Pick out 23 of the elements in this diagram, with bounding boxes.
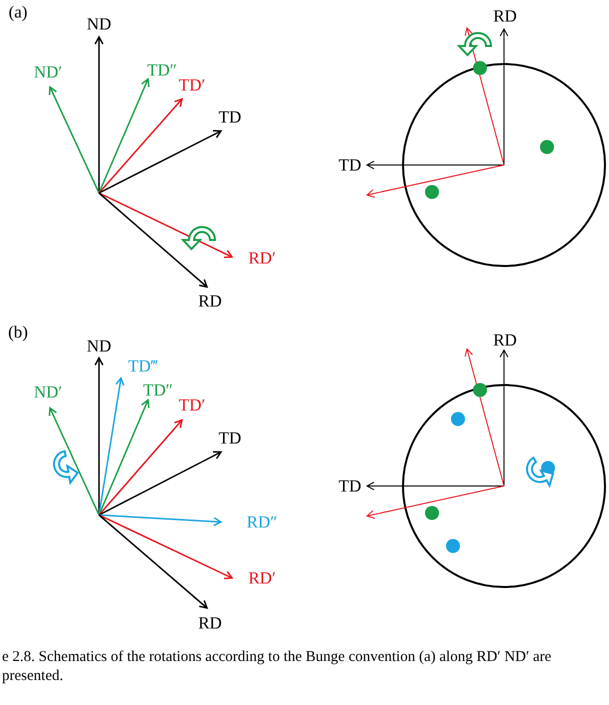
axis-label: TD″ xyxy=(143,382,173,398)
axis-label: RD xyxy=(198,292,222,310)
axis-label: RD xyxy=(493,332,517,348)
axis-label: TD xyxy=(218,430,242,446)
axis-label: TD′ xyxy=(178,396,206,414)
axis-label: RD′ xyxy=(248,250,276,266)
axis-label: ND′ xyxy=(34,384,62,400)
axis-label: TD″ xyxy=(147,62,177,78)
axis-label: TD′ xyxy=(178,76,206,94)
axis-label: TD‴ xyxy=(128,358,158,374)
panel-label: (a) xyxy=(8,4,28,20)
axis-label: RD″ xyxy=(246,514,278,530)
axis-label: RD′ xyxy=(248,570,276,586)
axis-label: TD xyxy=(218,108,242,126)
panel-label: (b) xyxy=(8,324,28,340)
axis-label: ND xyxy=(86,338,112,354)
axis-label: ND xyxy=(86,16,112,32)
axis-label: RD xyxy=(198,614,222,632)
axis-label: ND′ xyxy=(34,64,62,80)
axis-label: RD xyxy=(493,8,517,24)
axis-label: TD xyxy=(338,478,362,494)
axis-label: TD xyxy=(338,156,362,174)
figure-caption: e 2.8. Schematics of the rotations according to the Bunge convention (a) along RD′ ND′ are presented. xyxy=(2,648,552,686)
